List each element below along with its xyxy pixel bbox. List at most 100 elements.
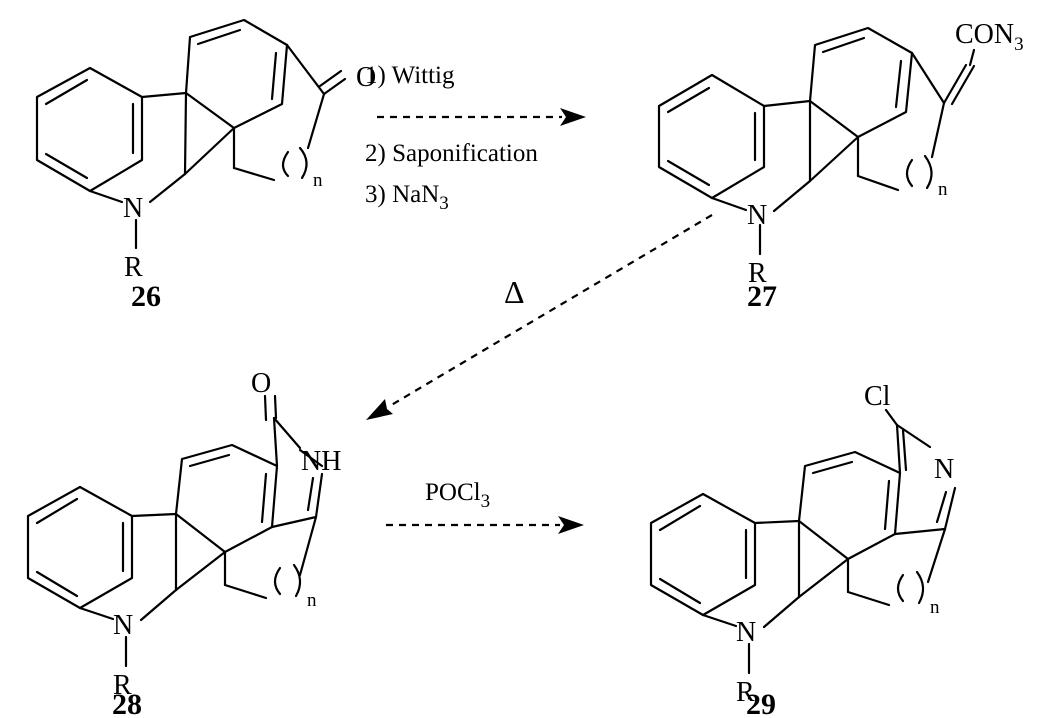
bond [285,43,326,96]
ring-bracket-left [273,566,282,596]
alkene-bond [950,64,976,106]
ring-bracket-left [896,573,905,603]
benzene-ring [649,492,757,617]
r-group: R [113,670,132,701]
bond [223,583,268,600]
double-bond [260,472,268,524]
double-bond [901,428,908,472]
bond [232,166,276,182]
nitrogen-atom: N [736,617,756,648]
bond [910,51,946,105]
ring-size-n: n [313,170,323,191]
compound-28: O NH N R n 28 [26,368,341,718]
ring-bracket-right [298,146,308,180]
carbonyl-bond [322,77,347,96]
bond [926,527,947,584]
compound-label-28: 28 [112,688,142,718]
benzene-ring [657,73,766,200]
ring-bracket-right [292,563,302,598]
compound-29: Cl N N R n 29 [649,381,957,718]
ring-bracket-left [281,150,290,178]
compound-label-29: 29 [746,688,776,718]
double-bond [883,479,891,531]
ring-bracket-right [923,154,933,190]
double-bond [935,490,948,524]
ring-nitrogen-atom: N [934,454,954,485]
r-group: R [748,258,767,289]
bond [753,519,801,525]
ring-size-n: n [307,590,317,611]
double-bond [44,152,89,180]
double-bond [270,51,278,101]
compound-label-27: 27 [747,280,777,313]
ring-bracket-left [905,158,914,188]
reaction-step-3: POCl3 [386,479,584,534]
bond [893,527,947,536]
bond [88,189,124,204]
central-ring [174,443,279,554]
arrow-head [558,516,584,534]
carbonyl-bond [318,69,343,88]
alkene-bond [942,63,968,105]
nitrogen-atom: N [113,610,133,641]
arrow-head [560,108,586,126]
condition-heat: Δ [504,274,525,310]
bond [846,590,891,607]
bond [139,588,178,622]
bond [762,99,812,108]
bond [270,515,318,529]
double-bond [894,59,903,109]
bond [772,179,812,213]
compound-29-bonds [649,408,957,675]
bond [174,550,227,592]
bond [930,101,946,159]
bond [272,416,279,468]
condition-saponification: 2) Saponification [365,140,538,167]
reaction-step-2: Δ [366,214,713,420]
bond [808,135,860,183]
bond [314,472,324,519]
ring-size-n: n [938,179,948,200]
bond [701,613,738,628]
double-bond [658,577,702,605]
r-group: R [124,252,143,283]
dashed-arrow [387,214,713,408]
benzene-ring [26,485,134,610]
nitrogen-atom: N [123,193,143,224]
double-bond [35,497,79,525]
compound-28-bonds [26,394,324,668]
bond [895,423,932,449]
compound-label-26: 26 [131,280,161,313]
central-ring [797,450,902,561]
ring-size-n: n [930,597,940,618]
compound-26: O N R n 26 [35,18,376,313]
bond [78,606,115,621]
carbazole-ring [184,18,289,130]
compound-27: CON3 N R n 27 [657,19,1024,313]
bond [306,92,326,150]
bond [272,416,302,450]
acyl-azide-group: CON3 [955,19,1024,55]
carbonyl-bond [263,394,268,422]
bond [710,196,748,212]
bond [895,423,902,475]
bond [183,126,236,176]
condition-wittig: 1) Wittig [365,62,455,89]
double-bond [821,36,866,54]
oxygen-atom: O [251,368,271,399]
double-bond [658,504,702,532]
arrow-head [366,399,393,420]
double-bond [188,453,231,468]
bond [762,595,801,629]
bond [130,512,178,518]
double-bond [35,570,79,598]
oxygen-atom: O [356,62,376,93]
bond [968,48,976,67]
bond [856,174,900,192]
carbazole-ring [808,26,914,139]
ring-bracket-right [915,570,925,605]
chlorine-atom: Cl [864,381,891,412]
carbonyl-bond [273,394,278,420]
